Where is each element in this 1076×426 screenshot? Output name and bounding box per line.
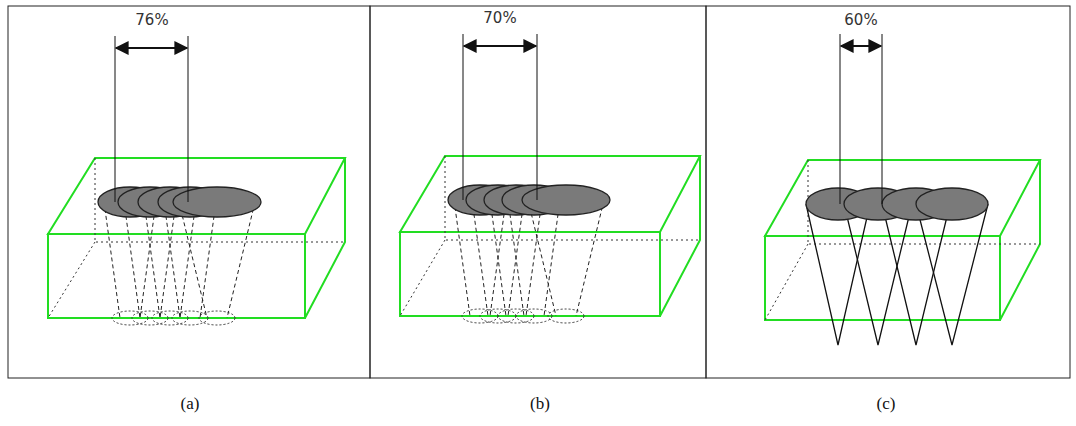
beam-focus-spot <box>132 311 168 325</box>
dimension-arrow <box>464 45 536 47</box>
box-front-face <box>48 234 305 318</box>
panel-caption: (a) <box>181 395 200 414</box>
dimension-line <box>840 34 841 204</box>
beam-focus-spot <box>152 311 188 325</box>
beam-focus-spot <box>112 311 148 325</box>
box-hidden-edge <box>400 156 700 316</box>
panel-caption: (c) <box>877 395 896 414</box>
overlap-percentage: 60% <box>844 12 877 29</box>
dimension-line <box>115 36 116 202</box>
beam-line <box>104 202 156 318</box>
beam-line <box>528 200 604 316</box>
box-top-face <box>765 160 1040 236</box>
beam-focus-spot <box>516 309 552 323</box>
overlap-percentage: 76% <box>135 12 168 29</box>
laser-spot <box>173 187 261 217</box>
panel-frame <box>706 6 1070 378</box>
panel-frame <box>8 6 370 378</box>
dimension-line <box>188 36 189 202</box>
box-right-face <box>1000 160 1040 320</box>
overlap-percentage: 70% <box>483 10 516 27</box>
box-right-face <box>660 156 700 316</box>
box-hidden-edge <box>48 158 345 318</box>
box-hidden-edge <box>765 160 1040 320</box>
beam-focus-spot <box>548 309 584 323</box>
dimension-arrow <box>841 45 881 47</box>
dimension-line <box>537 34 538 200</box>
beam-line <box>164 202 216 318</box>
panel-frame <box>370 6 706 378</box>
beam-cone <box>916 204 988 345</box>
beam-cone <box>882 204 950 345</box>
box-right-face <box>305 158 345 318</box>
box-front-face <box>765 236 1000 320</box>
beam-focus-spot <box>199 311 235 325</box>
box-front-face <box>400 232 660 316</box>
beam-focus-spot <box>172 311 208 325</box>
dimension-arrow <box>116 47 187 49</box>
beam-cone <box>844 204 912 345</box>
beam-line <box>179 202 255 318</box>
beam-line <box>124 202 176 318</box>
box-top-face <box>48 158 345 234</box>
laser-spot <box>916 188 988 220</box>
panel-caption: (b) <box>530 395 550 414</box>
dimension-line <box>463 34 464 200</box>
dimension-line <box>882 34 883 204</box>
laser-spot <box>522 185 610 215</box>
beam-line <box>144 202 196 318</box>
